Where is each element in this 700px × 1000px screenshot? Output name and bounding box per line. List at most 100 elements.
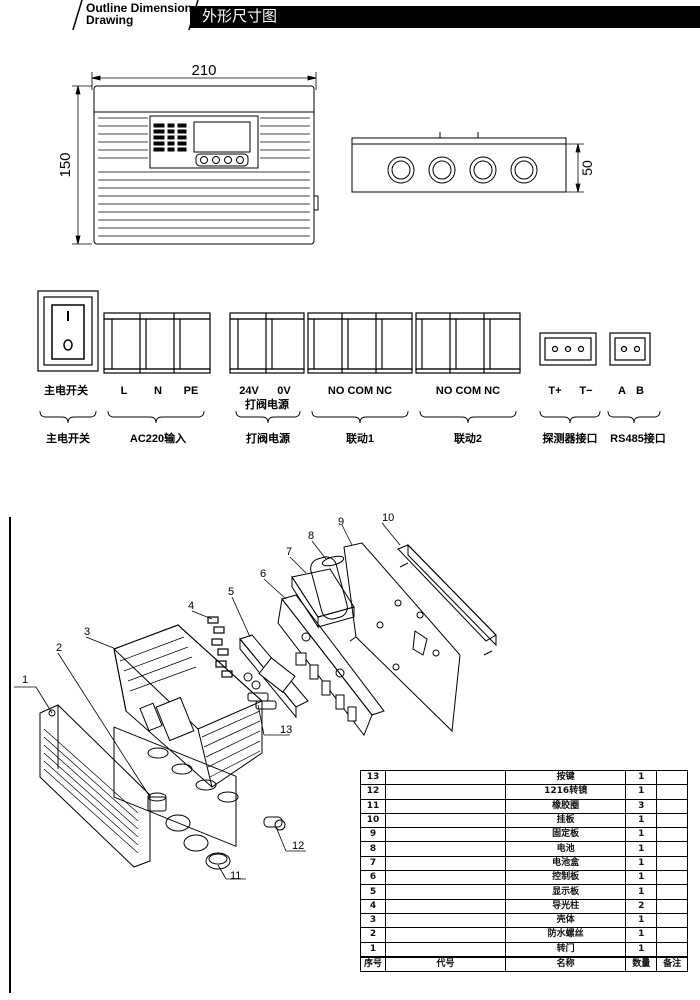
terminal-group-labels: 主电开关 AC220输入 打阀电源 联动1 联动2 探测器接口 RS485接口 — [46, 431, 666, 445]
parts-cell-no: 8 — [360, 841, 386, 857]
callout-12: 12 — [292, 840, 304, 852]
label-valve-24v: 24V — [239, 385, 259, 397]
width-value: 210 — [191, 62, 216, 79]
parts-cell-no: 6 — [360, 870, 386, 886]
callout-9: 9 — [338, 516, 344, 528]
parts-cell-remark — [656, 884, 688, 900]
parts-cell-code — [384, 827, 507, 843]
parts-cell-no: 12 — [360, 784, 386, 800]
group-label-link1: 联动1 — [346, 431, 374, 445]
depth-value: 50 — [579, 160, 595, 176]
terminal-diagram: 主电开关 L N PE 24V 0V 打阀电源 NO COM NC NO COM… — [37, 290, 666, 445]
parts-cell-no: 1 — [360, 941, 386, 958]
group-label-detector: 探测器接口 — [543, 431, 598, 445]
callout-8: 8 — [308, 530, 314, 542]
bottom-view — [351, 132, 567, 193]
parts-cell-qty: 1 — [625, 884, 658, 900]
callout-4: 4 — [188, 600, 194, 612]
width-dimension — [91, 72, 317, 90]
parts-cell-remark — [656, 784, 688, 800]
label-ac-l: L — [121, 385, 128, 397]
label-link1-contacts: NO COM NC — [328, 385, 392, 397]
callout-7: 7 — [286, 546, 292, 558]
parts-cell-no: 7 — [360, 855, 386, 872]
parts-cell-code — [384, 884, 507, 900]
parts-cell-qty: 1 — [625, 769, 658, 786]
depth-dimension — [566, 143, 584, 193]
exploded-view: 1 2 3 4 5 6 7 8 9 10 11 12 13 — [9, 512, 497, 993]
parts-cell-name: 橡胶圈 — [505, 798, 627, 814]
parts-header-code: 代号 — [384, 955, 507, 973]
parts-cell-remark — [656, 769, 688, 786]
parts-cell-qty: 3 — [625, 798, 658, 814]
callout-numbers: 1 2 3 4 5 6 7 8 9 10 11 12 13 — [22, 512, 394, 882]
callout-3: 3 — [84, 626, 90, 638]
parts-cell-remark — [656, 841, 688, 857]
callout-6: 6 — [260, 568, 266, 580]
main-switch — [37, 290, 99, 372]
parts-cell-remark — [656, 812, 688, 829]
label-link2-contacts: NO COM NC — [436, 385, 500, 397]
group-label-switch: 主电开关 — [46, 431, 90, 445]
parts-cell-no: 4 — [360, 898, 386, 914]
ac-terminal-block — [103, 312, 211, 374]
parts-cell-remark — [656, 898, 688, 914]
parts-cell-qty: 1 — [625, 784, 658, 800]
terminal-top-labels: 主电开关 L N PE 24V 0V 打阀电源 NO COM NC NO COM… — [44, 383, 644, 411]
label-ac-pe: PE — [184, 385, 199, 397]
parts-cell-code — [384, 855, 507, 872]
label-rs485-a: A — [618, 385, 626, 397]
parts-cell-no: 3 — [360, 912, 386, 929]
callout-2: 2 — [56, 642, 62, 654]
header-bar — [190, 6, 700, 28]
parts-cell-remark — [656, 870, 688, 886]
leader-lines — [14, 522, 401, 880]
parts-cell-name: 固定板 — [505, 827, 627, 843]
valve-terminal-block — [229, 312, 305, 374]
parts-cell-remark — [656, 827, 688, 843]
group-braces — [39, 410, 661, 424]
parts-cell-name: 1216转镜 — [505, 784, 627, 800]
label-valve-0v: 0V — [277, 385, 291, 397]
callout-1: 1 — [22, 674, 28, 686]
parts-cell-code — [384, 870, 507, 886]
parts-cell-name: 导光柱 — [505, 898, 627, 914]
label-ac-n: N — [154, 385, 162, 397]
parts-cell-remark — [656, 912, 688, 929]
parts-cell-no: 2 — [360, 927, 386, 943]
parts-cell-code — [384, 769, 507, 786]
label-detector-tminus: T− — [579, 385, 592, 397]
parts-cell-name: 控制板 — [505, 870, 627, 886]
parts-cell-qty: 1 — [625, 841, 658, 857]
parts-cell-name: 电池盒 — [505, 855, 627, 872]
parts-cell-code — [384, 841, 507, 857]
detector-connector — [539, 332, 597, 366]
parts-cell-qty: 1 — [625, 870, 658, 886]
parts-header-row: 序号代号名称数量备注 — [360, 955, 688, 973]
group-label-link2: 联动2 — [454, 431, 482, 445]
parts-cell-name: 防水螺丝 — [505, 927, 627, 943]
callout-13: 13 — [280, 724, 292, 736]
parts-cell-name: 壳体 — [505, 912, 627, 929]
parts-cell-no: 5 — [360, 884, 386, 900]
parts-cell-qty: 1 — [625, 912, 658, 929]
callout-10: 10 — [382, 512, 394, 524]
parts-cell-name: 转门 — [505, 941, 627, 958]
parts-header-name: 名称 — [505, 955, 627, 973]
parts-cell-remark — [656, 855, 688, 872]
label-switch: 主电开关 — [44, 383, 88, 397]
exploded-parts — [39, 542, 497, 870]
parts-cell-qty: 2 — [625, 898, 658, 914]
